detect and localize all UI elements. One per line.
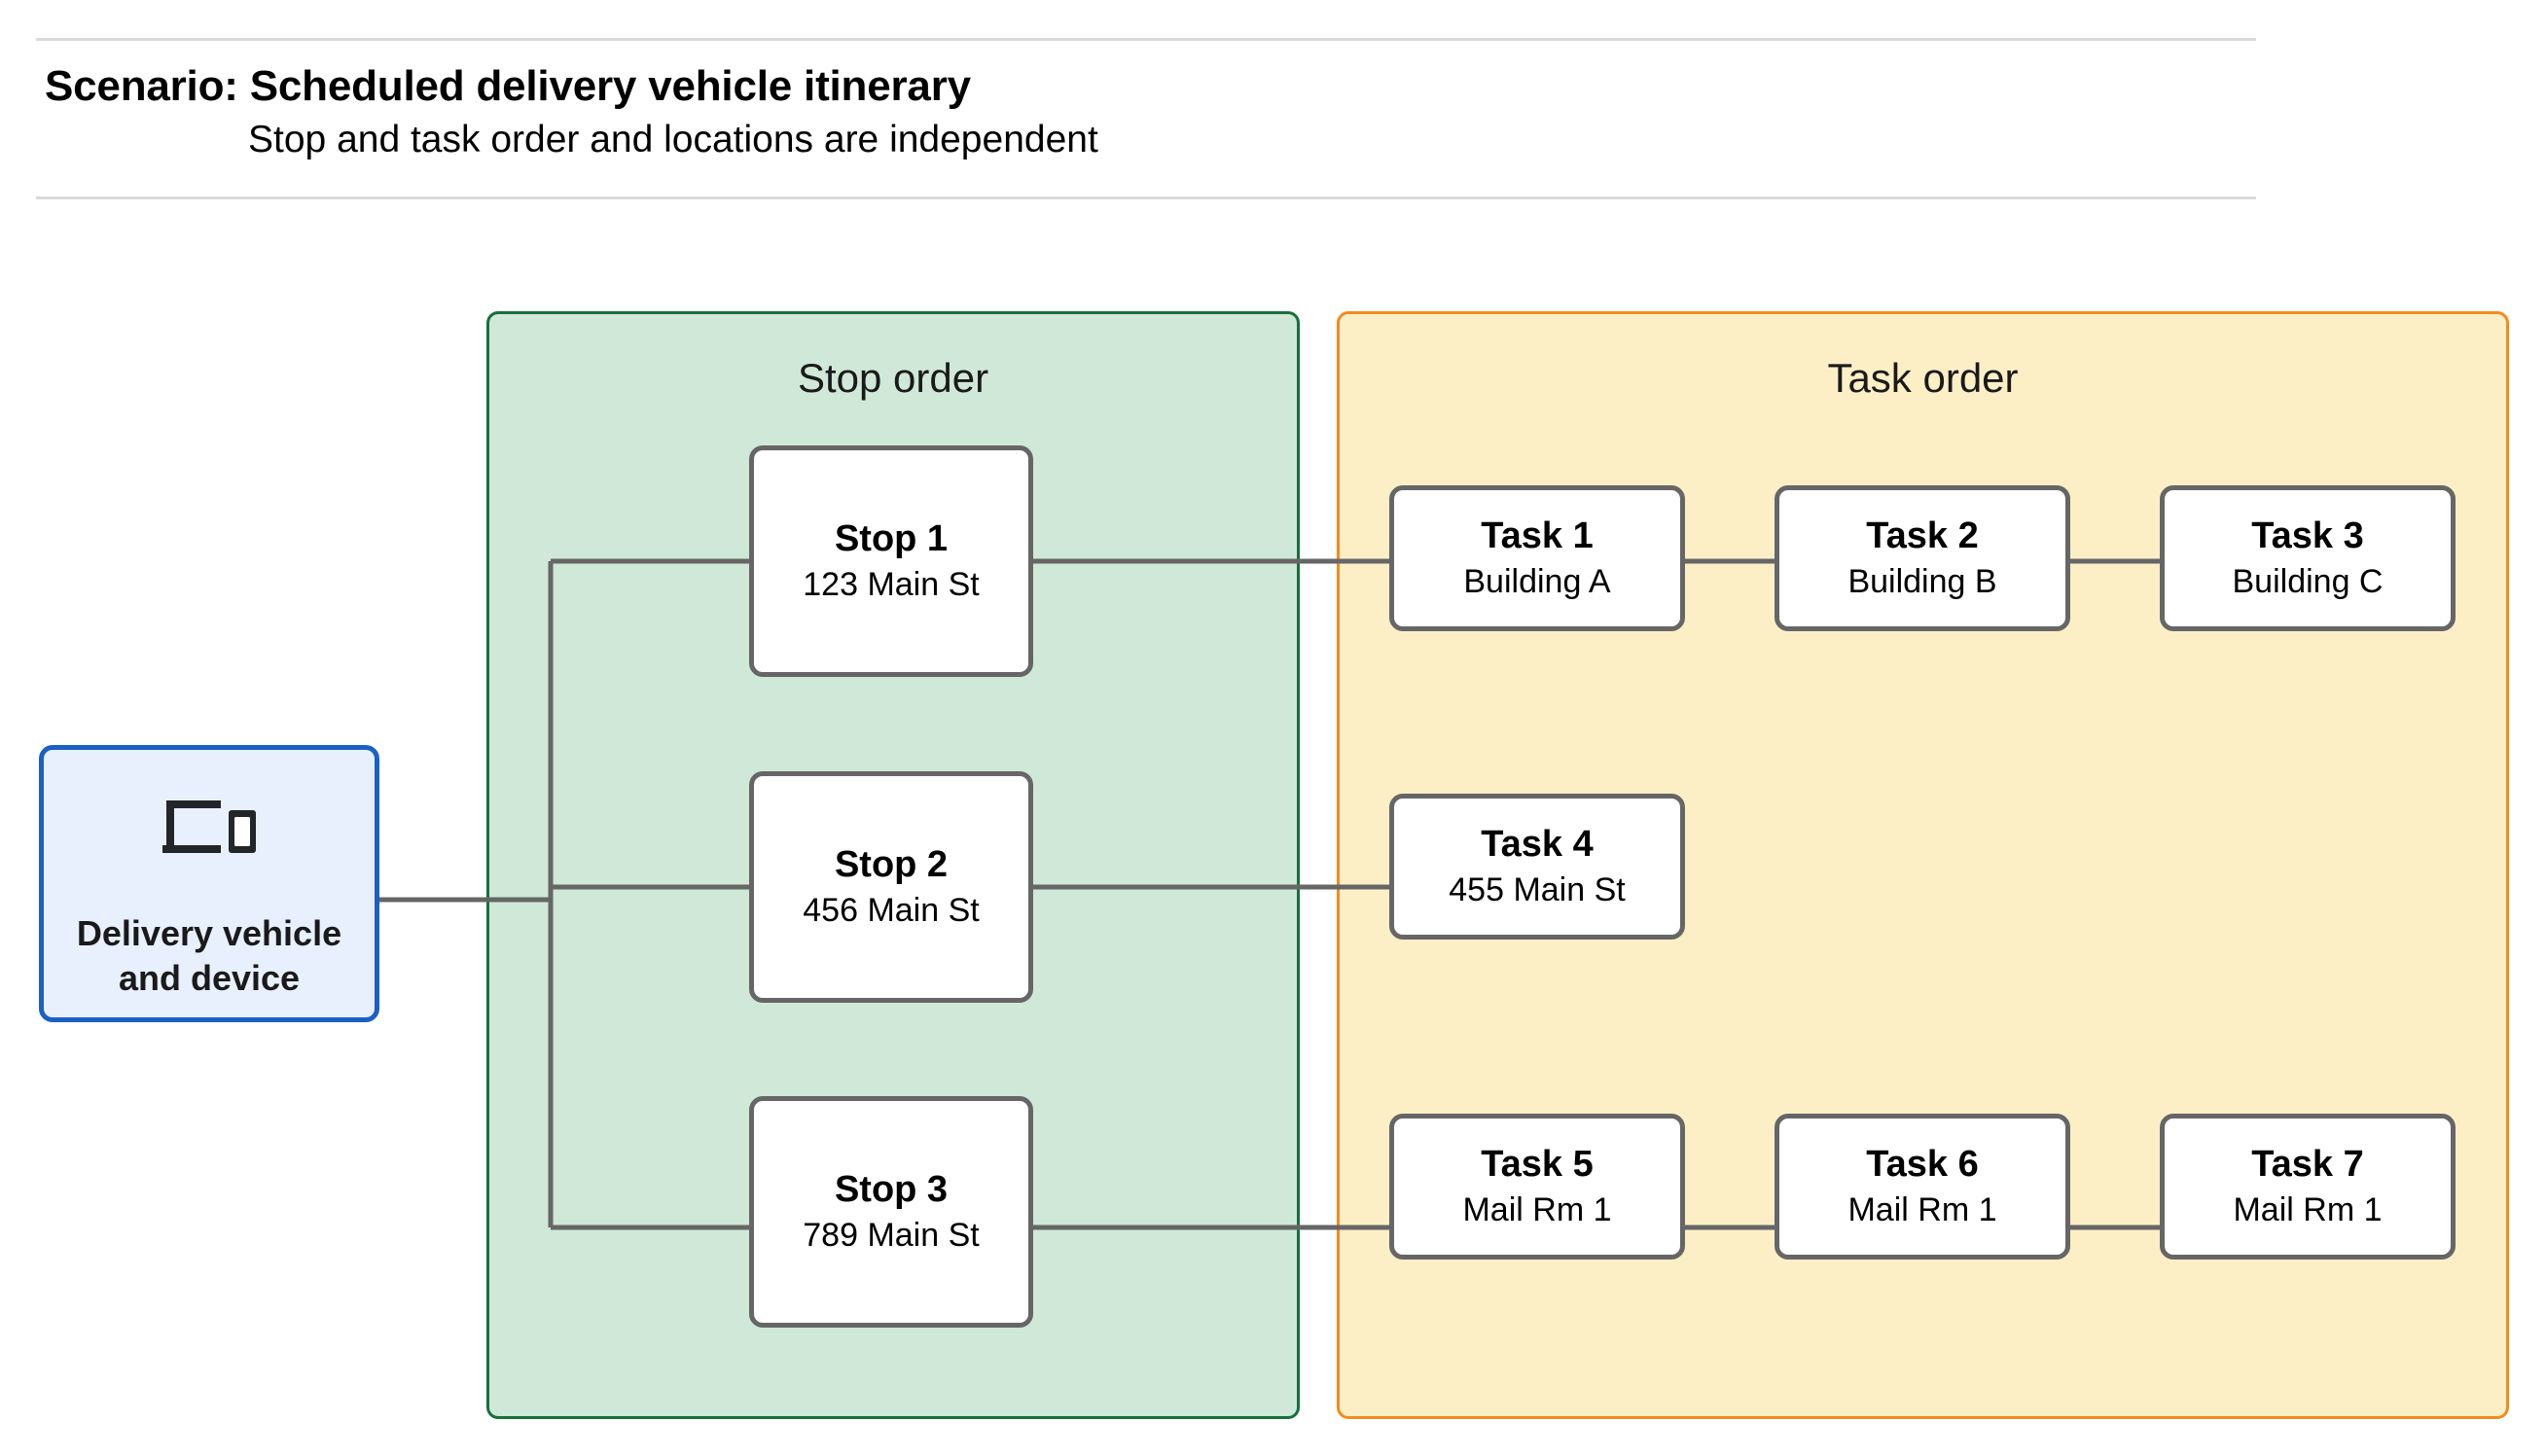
task-node-5-title: Task 5 xyxy=(1481,1144,1594,1185)
header-divider-bottom xyxy=(36,196,2256,199)
page-title: Scenario: Scheduled delivery vehicle iti… xyxy=(45,62,971,110)
task-node-4-location: 455 Main St xyxy=(1449,871,1626,908)
task-node-3-title: Task 3 xyxy=(2251,515,2364,556)
task-node-3[interactable]: Task 3 Building C xyxy=(2160,485,2456,631)
page-subtitle: Stop and task order and locations are in… xyxy=(248,119,1098,160)
stop-node-3-address: 789 Main St xyxy=(803,1217,980,1254)
task-node-6-title: Task 6 xyxy=(1866,1144,1979,1185)
task-node-2[interactable]: Task 2 Building B xyxy=(1775,485,2070,631)
stop-order-panel-title: Stop order xyxy=(797,355,989,401)
task-node-7[interactable]: Task 7 Mail Rm 1 xyxy=(2160,1114,2456,1260)
task-node-1[interactable]: Task 1 Building A xyxy=(1389,485,1685,631)
stop-node-2-address: 456 Main St xyxy=(803,892,980,929)
task-node-6[interactable]: Task 6 Mail Rm 1 xyxy=(1775,1114,2070,1260)
task-order-panel-title: Task order xyxy=(1827,355,2019,401)
task-node-2-title: Task 2 xyxy=(1866,515,1979,556)
stop-node-2[interactable]: Stop 2 456 Main St xyxy=(749,771,1033,1003)
stop-node-3-title: Stop 3 xyxy=(834,1169,949,1210)
stop-node-1-title: Stop 1 xyxy=(834,518,949,559)
stop-node-1-address: 123 Main St xyxy=(803,566,980,603)
task-node-5-location: Mail Rm 1 xyxy=(1462,1191,1612,1228)
title-block: Scenario: Scheduled delivery vehicle iti… xyxy=(45,60,2185,165)
task-node-4[interactable]: Task 4 455 Main St xyxy=(1389,794,1685,940)
stop-node-1[interactable]: Stop 1 123 Main St xyxy=(749,445,1033,677)
stop-node-2-title: Stop 2 xyxy=(834,844,949,885)
stop-node-3[interactable]: Stop 3 789 Main St xyxy=(749,1096,1033,1328)
task-node-1-title: Task 1 xyxy=(1481,515,1594,556)
task-node-4-title: Task 4 xyxy=(1481,824,1594,865)
task-node-7-title: Task 7 xyxy=(2251,1144,2364,1185)
task-node-7-location: Mail Rm 1 xyxy=(2233,1191,2383,1228)
devices-icon xyxy=(162,800,256,853)
task-node-2-location: Building B xyxy=(1847,563,1997,600)
delivery-vehicle-node[interactable]: Delivery vehicle and device xyxy=(39,745,379,1022)
task-node-1-location: Building A xyxy=(1463,563,1611,600)
task-node-6-location: Mail Rm 1 xyxy=(1847,1191,1997,1228)
delivery-vehicle-label: Delivery vehicle and device xyxy=(76,913,342,998)
header-divider-top xyxy=(36,38,2256,41)
task-node-3-location: Building C xyxy=(2232,563,2384,600)
task-node-5[interactable]: Task 5 Mail Rm 1 xyxy=(1389,1114,1685,1260)
